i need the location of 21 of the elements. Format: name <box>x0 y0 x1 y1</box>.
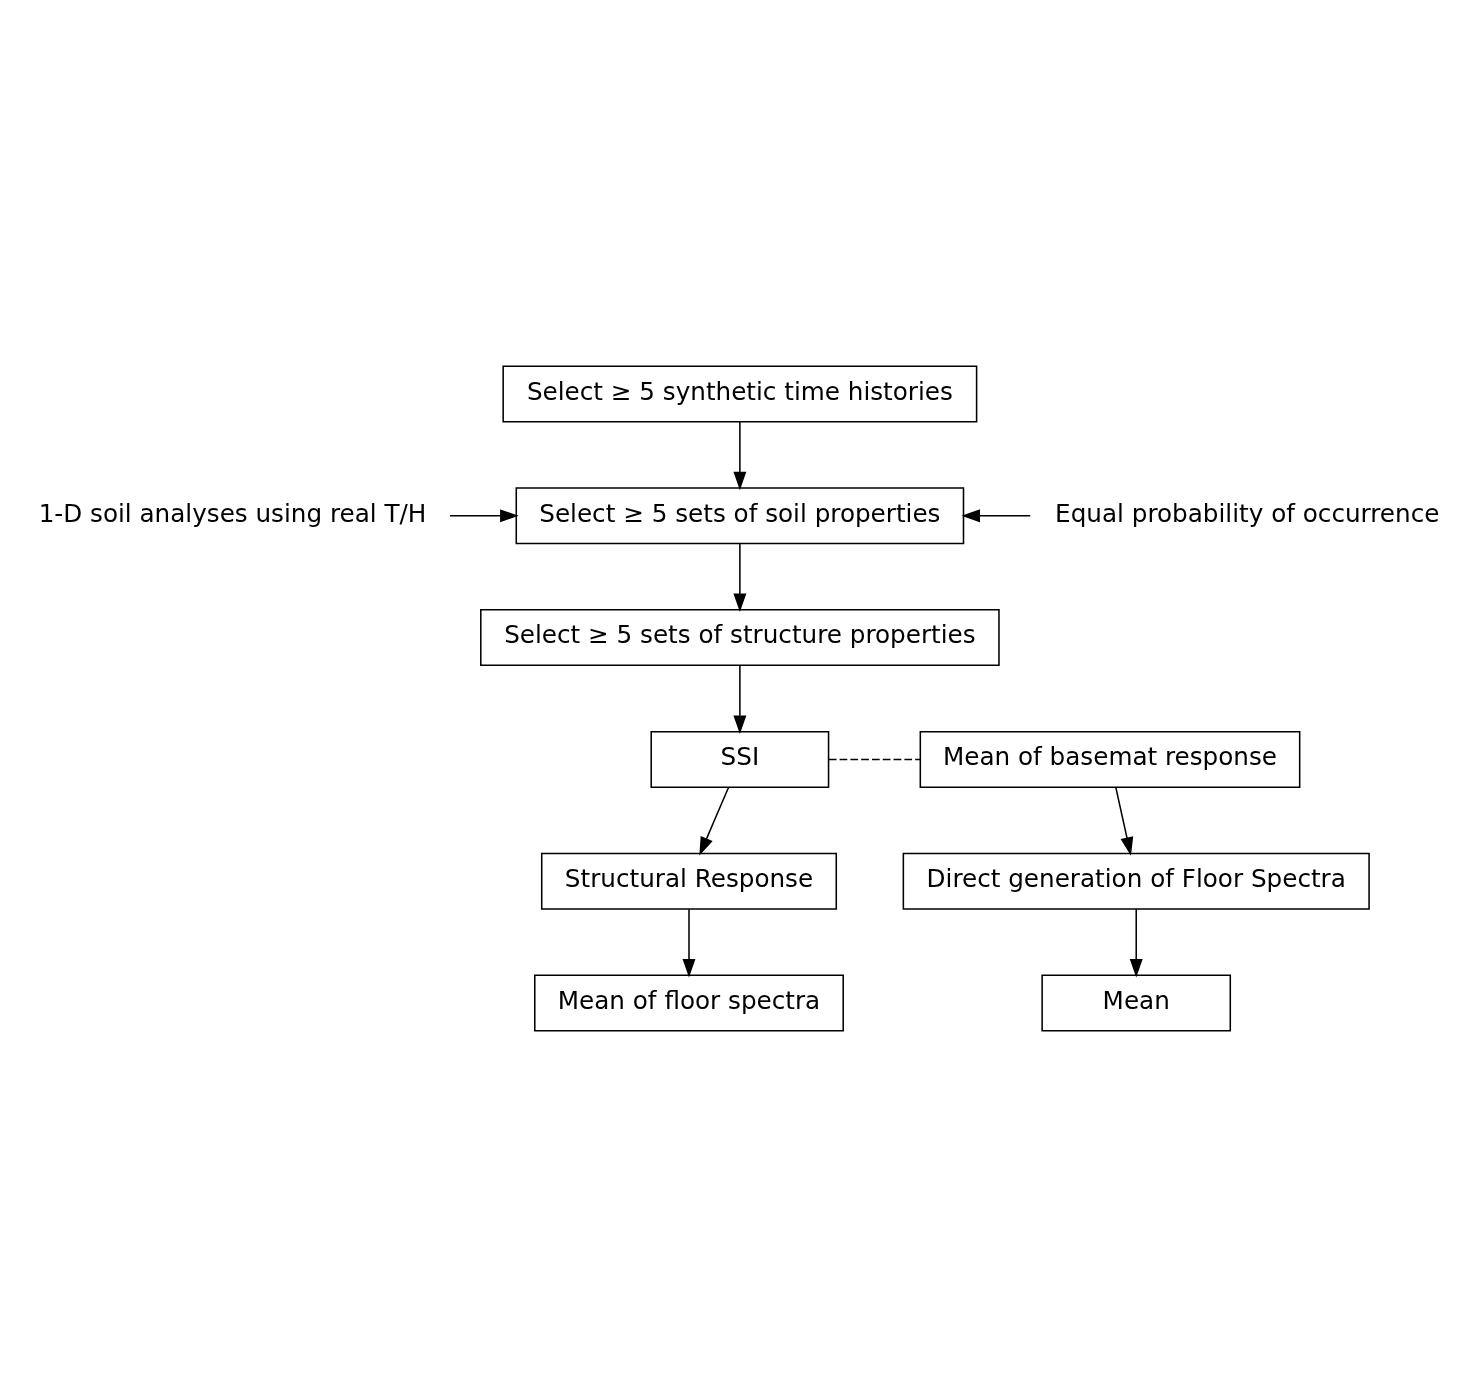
node-box: Select ≥ 5 synthetic time histories <box>502 365 978 423</box>
arrow <box>961 509 1032 523</box>
arrow <box>733 542 747 613</box>
arrow <box>1115 786 1134 856</box>
node-box: SSI <box>650 730 830 788</box>
node-box: Mean of floor spectra <box>534 974 844 1032</box>
node-text: 1-D soil analyses using real T/H <box>38 498 427 528</box>
connector <box>828 758 921 761</box>
node-box: Mean <box>1041 974 1232 1032</box>
node-box: Direct generation of Floor Spectra <box>902 852 1370 910</box>
node-box: Select ≥ 5 sets of soil properties <box>515 487 965 545</box>
node-box: Mean of basemat response <box>919 730 1301 788</box>
arrow <box>449 509 519 523</box>
node-box: Structural Response <box>540 852 838 910</box>
arrow <box>733 664 747 734</box>
node-box: Select ≥ 5 sets of structure properties <box>480 609 1000 667</box>
arrow <box>682 908 696 978</box>
arrow <box>733 421 747 491</box>
arrow <box>699 786 730 856</box>
arrow <box>1129 908 1143 978</box>
node-text: Equal probability of occurrence <box>1055 498 1440 528</box>
